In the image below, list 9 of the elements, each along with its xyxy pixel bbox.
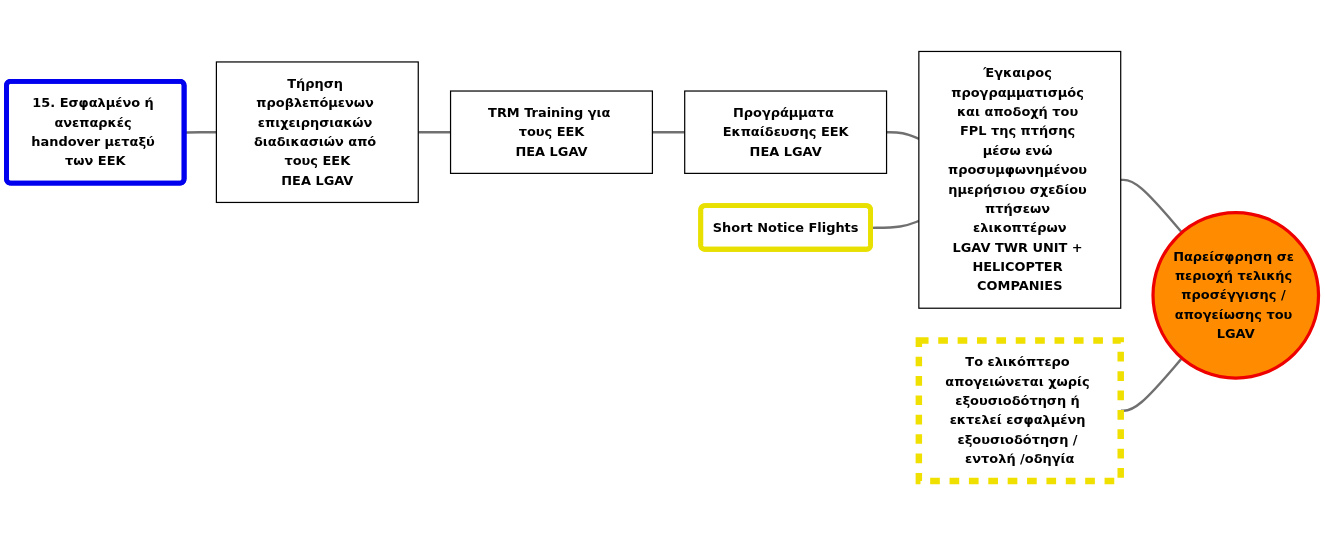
node-box: Έγκαιρος προγραμματισμός και αποδοχή του FPL της πτήσης μέσω ενώ προσυμφωνημένου ημερήσιου σχεδίου πτήσεων ελικοπτέρων LGAV TWR UNIT + HELICOPTER COMPANIES <box>918 51 1122 310</box>
node-circle: Παρείσφρηση σε περιοχή τελικής προσέγγισης / απογείωσης του LGAV <box>1151 211 1321 380</box>
node-box: TRM Training για τους ΕΕΚ ΠΕΑ LGAV <box>449 90 653 175</box>
node-box: Το ελικόπτερο απογειώνεται χωρίς εξουσιοδότηση ή εκτελεί εσφαλμένη εξουσιοδότηση / εντολή /οδηγία <box>915 337 1124 485</box>
node-box: Προγράμματα Εκπαίδευσης ΕΕΚ ΠΕΑ LGAV <box>684 90 888 175</box>
connector <box>418 131 451 134</box>
connector <box>652 131 685 134</box>
node-box: Τήρηση προβλεπόμενων επιχειρησιακών διαδικασιών από τους ΕΕΚ ΠΕΑ LGAV <box>215 61 419 204</box>
connector <box>1120 178 1183 234</box>
